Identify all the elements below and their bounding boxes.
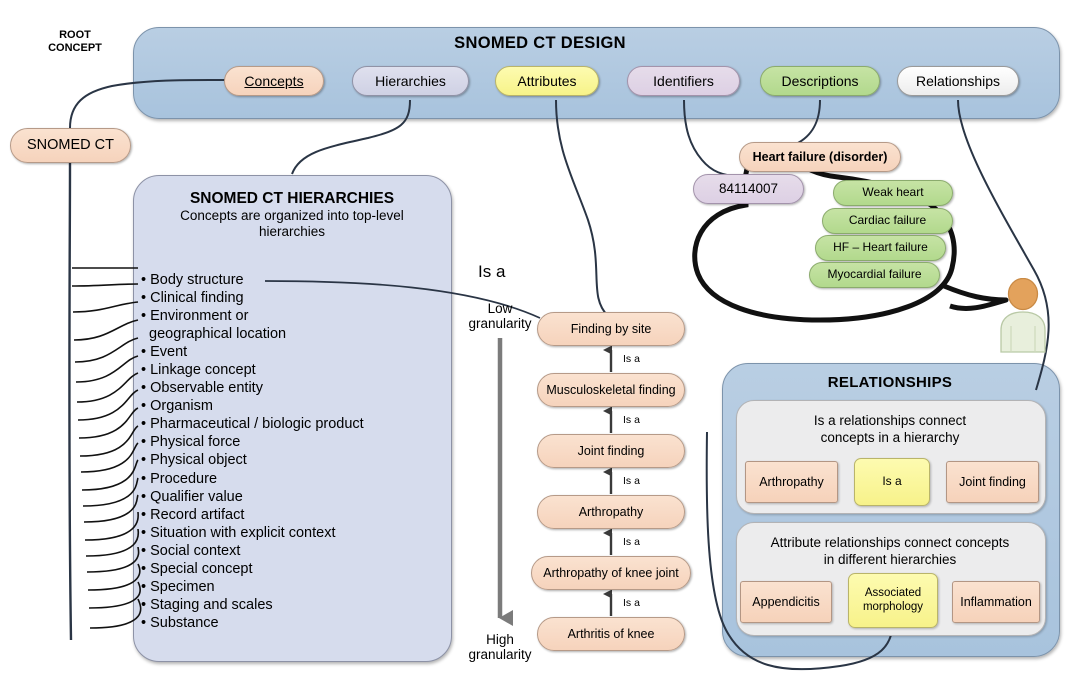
chain-node-arthropathy-of-knee-joint-label: Arthropathy of knee joint (543, 565, 679, 580)
hierarchy-item: • Observable entity (141, 380, 263, 397)
chain-node-arthropathy-of-knee-joint[interactable]: Arthropathy of knee joint (531, 556, 691, 590)
concept-synonym-cardiac-failure-label: Cardiac failure (848, 213, 927, 228)
root-concept-caption: ROOT CONCEPT (32, 29, 118, 54)
concept-identifier-node[interactable]: 84114007 (693, 174, 804, 204)
hierarchy-item: • Procedure (141, 470, 218, 487)
hierarchy-item: • Event (141, 344, 188, 361)
high-granularity-line1: High (486, 632, 514, 647)
concept-fsn-node[interactable]: Heart failure (disorder) (739, 142, 901, 172)
chain-edge-label-3: Is a (623, 475, 640, 487)
relationship-attribute-link[interactable]: Associated morphology (848, 573, 938, 628)
chain-node-finding-by-site[interactable]: Finding by site (537, 312, 685, 346)
design-pill-identifiers[interactable]: Identifiers (627, 66, 740, 96)
chain-node-arthropathy[interactable]: Arthropathy (537, 495, 685, 529)
hierarchies-subtitle: Concepts are organized into top-level hi… (180, 208, 404, 240)
design-pill-concepts[interactable]: Concepts (224, 66, 324, 96)
design-pill-descriptions-label: Descriptions (781, 72, 859, 89)
relationship-isa-target[interactable]: Joint finding (946, 461, 1039, 503)
root-concept-node-label: SNOMED CT (27, 137, 114, 154)
chain-edge-label-2: Is a (623, 414, 640, 426)
design-pill-relationships-label: Relationships (915, 72, 1001, 89)
chain-edge-label-1: Is a (623, 353, 640, 365)
relationship-isa-source[interactable]: Arthropathy (745, 461, 838, 503)
concept-synonym-hf-heart-failure-label: HF – Heart failure (833, 240, 928, 255)
hierarchy-item: • Organism (141, 398, 213, 415)
low-granularity-line2: granularity (468, 316, 532, 332)
concept-synonym-hf-heart-failure[interactable]: HF – Heart failure (815, 235, 946, 261)
high-granularity-label: High granularity (450, 632, 550, 662)
chain-node-arthritis-of-knee-label: Arthritis of knee (567, 626, 655, 641)
concept-identifier-label: 84114007 (718, 181, 779, 197)
hierarchy-item: • Social context (141, 542, 241, 559)
concept-synonym-weak-heart[interactable]: Weak heart (833, 180, 953, 206)
page-title: SNOMED CT DESIGN (454, 34, 626, 52)
hierarchy-item: • Physical object (141, 452, 247, 469)
relationship-isa-link[interactable]: Is a (854, 458, 930, 506)
relationship-group-isa-caption: Is a relationships connect concepts in a… (745, 413, 1035, 447)
chain-edge-label-5: Is a (623, 597, 640, 609)
design-pill-concepts-label: Concepts (244, 72, 304, 89)
chain-node-musculoskeletal-finding-label: Musculoskeletal finding (546, 382, 676, 397)
low-granularity-line1: Low (487, 301, 513, 316)
hierarchy-item: • Environment or (141, 308, 249, 325)
concept-synonym-myocardial-failure-label: Myocardial failure (827, 267, 922, 282)
hierarchy-item: • Qualifier value (141, 488, 243, 505)
high-granularity-line2: granularity (468, 647, 532, 663)
concept-synonym-weak-heart-label: Weak heart (862, 185, 924, 200)
relationships-title: RELATIONSHIPS (827, 374, 953, 391)
relationship-attribute-target-label: Inflammation (960, 594, 1032, 609)
concept-synonym-myocardial-failure[interactable]: Myocardial failure (809, 262, 940, 288)
chain-node-musculoskeletal-finding[interactable]: Musculoskeletal finding (537, 373, 685, 407)
hierarchies-title: SNOMED CT HIERARCHIES (189, 190, 395, 207)
design-pill-descriptions[interactable]: Descriptions (760, 66, 880, 96)
chain-node-arthropathy-label: Arthropathy (578, 504, 644, 519)
design-pill-identifiers-label: Identifiers (653, 72, 714, 89)
relationship-isa-target-label: Joint finding (959, 474, 1026, 489)
isa-link-label: Is a (478, 262, 506, 281)
chain-node-joint-finding[interactable]: Joint finding (537, 434, 685, 468)
low-granularity-label: Low granularity (450, 301, 550, 331)
person-icon (1000, 278, 1046, 353)
relationship-attribute-link-label-line1: Associated (864, 587, 922, 600)
relationship-isa-link-label: Is a (882, 474, 902, 489)
hierarchy-item: • Pharmaceutical / biologic product (141, 416, 364, 433)
design-pill-relationships[interactable]: Relationships (897, 66, 1019, 96)
concept-fsn-label: Heart failure (disorder) (752, 149, 888, 164)
hierarchy-item: • Specimen (141, 578, 215, 595)
hierarchy-item: • Situation with explicit context (141, 524, 336, 541)
relationship-group-isa-caption-line1: Is a relationships connect (813, 413, 967, 428)
chain-node-arthritis-of-knee[interactable]: Arthritis of knee (537, 617, 685, 651)
relationship-attribute-link-label-line2: morphology (862, 600, 924, 613)
design-pill-hierarchies-label: Hierarchies (375, 72, 446, 89)
root-concept-caption-line1: ROOT (59, 29, 91, 41)
relationship-group-attribute-caption-line2: in different hierarchies (823, 551, 957, 567)
relationship-group-attribute-caption-line1: Attribute relationships connect concepts (770, 535, 1010, 550)
hierarchy-list: • Body structure • Clinical finding• Envi… (141, 271, 447, 632)
design-pill-hierarchies[interactable]: Hierarchies (352, 66, 469, 96)
chain-edge-label-4: Is a (623, 536, 640, 548)
hierarchy-item: • Body structure (141, 272, 244, 288)
hierarchy-item: • Staging and scales (141, 596, 273, 613)
chain-node-finding-by-site-label: Finding by site (570, 321, 652, 336)
root-concept-caption-line2: CONCEPT (48, 41, 102, 54)
hierarchy-item: • Linkage concept (141, 362, 256, 379)
design-pill-attributes[interactable]: Attributes (495, 66, 599, 96)
relationship-isa-source-label: Arthropathy (759, 474, 824, 489)
relationship-attribute-target[interactable]: Inflammation (952, 581, 1040, 623)
hierarchy-item: geographical location (141, 326, 287, 343)
hierarchy-item: • Substance (141, 614, 219, 631)
relationship-group-isa-caption-line2: concepts in a hierarchy (820, 429, 960, 445)
design-pill-attributes-label: Attributes (517, 72, 577, 89)
relationship-attribute-source[interactable]: Appendicitis (740, 581, 832, 623)
concept-synonym-cardiac-failure[interactable]: Cardiac failure (822, 208, 953, 234)
chain-node-joint-finding-label: Joint finding (577, 443, 645, 458)
hierarchy-item: • Clinical finding (141, 290, 244, 307)
relationship-attribute-source-label: Appendicitis (752, 594, 820, 609)
root-concept-node[interactable]: SNOMED CT (10, 128, 131, 163)
hierarchy-item: • Special concept (141, 560, 253, 577)
relationship-group-attribute-caption: Attribute relationships connect concepts… (742, 535, 1038, 569)
hierarchy-item: • Record artifact (141, 506, 245, 523)
hierarchy-item: • Physical force (141, 434, 241, 451)
